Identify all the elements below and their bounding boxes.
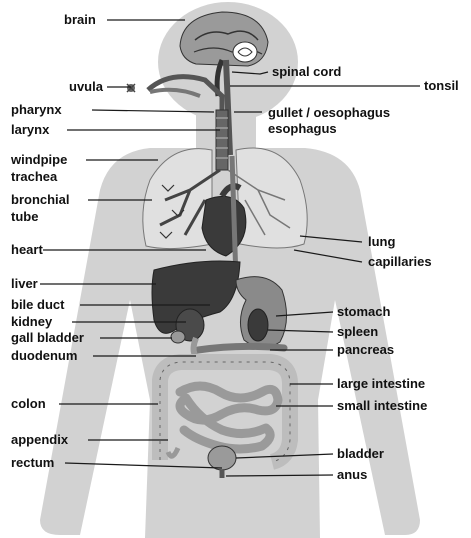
label-lung: lung xyxy=(368,234,395,249)
trachea-organ xyxy=(216,110,228,170)
gall-bladder-organ xyxy=(171,331,185,343)
label-small-intestine: small intestine xyxy=(337,398,427,413)
label-bile-duct: bile duct xyxy=(11,297,65,312)
label-liver: liver xyxy=(11,276,38,291)
label-gullet: gullet / oesophagus xyxy=(268,105,390,120)
label-uvula: uvula xyxy=(69,79,104,94)
label-brain: brain xyxy=(64,12,96,27)
label-capillaries: capillaries xyxy=(368,254,432,269)
label-bronchial: bronchial xyxy=(11,192,70,207)
label-kidney: kidney xyxy=(11,314,53,329)
label-rectum: rectum xyxy=(11,455,54,470)
label-appendix: appendix xyxy=(11,432,69,447)
label-duodenum: duodenum xyxy=(11,348,77,363)
bladder-organ xyxy=(208,446,236,470)
label-tonsil: tonsil xyxy=(424,78,459,93)
label-pancreas: pancreas xyxy=(337,342,394,357)
label-tube: tube xyxy=(11,209,38,224)
label-pharynx: pharynx xyxy=(11,102,62,117)
label-anus: anus xyxy=(337,467,367,482)
label-gall-bladder: gall bladder xyxy=(11,330,84,345)
label-larynx: larynx xyxy=(11,122,50,137)
label-esophagus: esophagus xyxy=(268,121,337,136)
label-spleen: spleen xyxy=(337,324,378,339)
label-windpipe: windpipe xyxy=(10,152,67,167)
label-spinal-cord: spinal cord xyxy=(272,64,341,79)
label-bladder: bladder xyxy=(337,446,384,461)
spleen-organ xyxy=(248,309,268,341)
label-trachea: trachea xyxy=(11,169,58,184)
label-large-intestine: large intestine xyxy=(337,376,425,391)
label-heart: heart xyxy=(11,242,43,257)
label-colon: colon xyxy=(11,396,46,411)
label-stomach: stomach xyxy=(337,304,391,319)
